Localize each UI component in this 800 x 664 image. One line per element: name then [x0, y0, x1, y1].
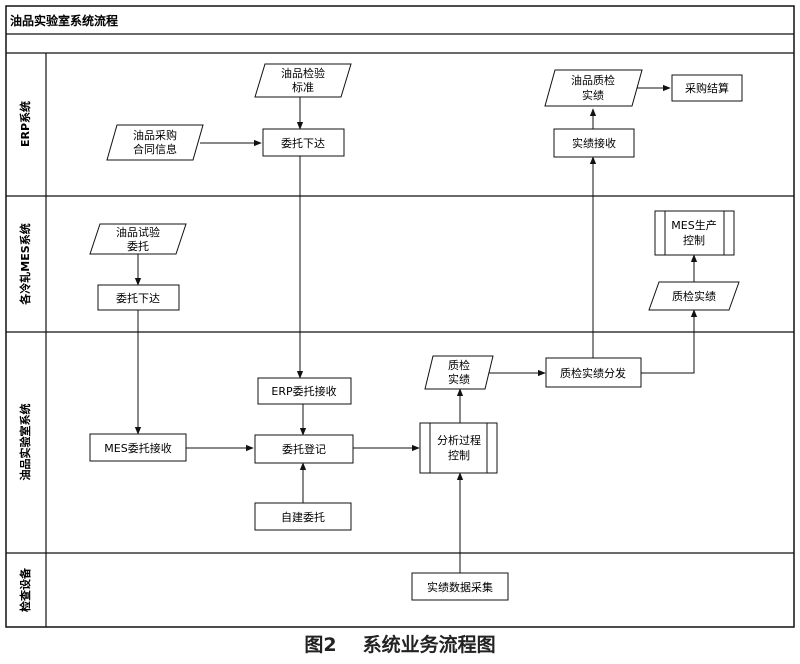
svg-text:合同信息: 合同信息	[133, 142, 177, 156]
diagram-frame	[5, 5, 795, 628]
node-purchase-settlement[interactable]: 采购结算	[671, 74, 743, 102]
svg-text:实绩数据采集: 实绩数据采集	[427, 580, 493, 594]
svg-text:自建委托: 自建委托	[281, 510, 325, 524]
node-mes-qc-result[interactable]: 质检实绩	[648, 281, 740, 311]
node-mes-receive[interactable]: MES委托接收	[89, 433, 187, 462]
svg-text:质检实绩分发: 质检实绩分发	[560, 366, 626, 380]
node-distribute[interactable]: 质检实绩分发	[545, 357, 642, 388]
diagram-title: 油品实验室系统流程	[10, 13, 118, 28]
lane-label-mes: 各冷轧MES系统	[18, 223, 32, 305]
svg-text:质检: 质检	[448, 358, 470, 372]
edge-distribute-to-mes-qc	[641, 309, 698, 374]
svg-text:MES生产: MES生产	[671, 218, 716, 232]
svg-text:质检实绩: 质检实绩	[672, 289, 716, 303]
lane-label-erp: ERP系统	[18, 101, 32, 147]
svg-text:委托下达: 委托下达	[281, 136, 325, 150]
svg-text:实绩: 实绩	[448, 372, 470, 386]
node-qc-result-erp[interactable]: 油品质检 实绩	[544, 69, 643, 107]
node-mes-issue[interactable]: 委托下达	[97, 284, 180, 311]
svg-text:实绩: 实绩	[582, 88, 604, 102]
figure-caption: 图2 系统业务流程图	[0, 630, 800, 657]
node-data-collect[interactable]: 实绩数据采集	[411, 572, 509, 601]
svg-text:委托: 委托	[127, 239, 149, 253]
node-analysis-control[interactable]: 分析过程 控制	[419, 422, 498, 474]
node-lab-qc-result[interactable]: 质检 实绩	[424, 355, 494, 390]
lane-label-device: 检查设备	[18, 567, 32, 612]
svg-text:分析过程: 分析过程	[437, 433, 481, 447]
node-erp-receive[interactable]: ERP委托接收	[257, 377, 352, 405]
node-result-receive[interactable]: 实绩接收	[553, 128, 635, 158]
node-register[interactable]: 委托登记	[254, 434, 354, 464]
svg-text:控制: 控制	[448, 448, 470, 462]
svg-text:采购结算: 采购结算	[685, 81, 729, 95]
svg-text:油品质检: 油品质检	[571, 73, 615, 87]
svg-text:委托下达: 委托下达	[116, 291, 160, 305]
node-self-created[interactable]: 自建委托	[254, 502, 352, 531]
svg-text:实绩接收: 实绩接收	[572, 136, 616, 150]
figure-number: 图2	[304, 634, 337, 656]
svg-text:控制: 控制	[683, 233, 705, 247]
figure-caption-text: 系统业务流程图	[362, 634, 496, 656]
svg-text:委托登记: 委托登记	[282, 442, 326, 456]
node-erp-issue[interactable]: 委托下达	[262, 128, 345, 157]
node-mes-production-control[interactable]: MES生产 控制	[654, 210, 735, 256]
node-trial-request[interactable]: 油品试验 委托	[89, 223, 187, 255]
svg-text:ERP委托接收: ERP委托接收	[271, 384, 336, 398]
svg-text:MES委托接收: MES委托接收	[104, 441, 171, 455]
flowchart-diagram: 油品实验室系统流程 ERP系统 各冷轧MES系统 油品实验室系统 检查设备 油品…	[5, 5, 795, 628]
svg-text:标准: 标准	[292, 80, 314, 94]
svg-text:油品检验: 油品检验	[281, 66, 325, 80]
svg-text:油品采购: 油品采购	[133, 128, 177, 142]
node-inspection-standard[interactable]: 油品检验 标准	[254, 63, 352, 98]
svg-text:油品试验: 油品试验	[116, 225, 160, 239]
node-purchase-contract[interactable]: 油品采购 合同信息	[106, 124, 204, 161]
lane-label-lab: 油品实验室系统	[18, 404, 32, 481]
